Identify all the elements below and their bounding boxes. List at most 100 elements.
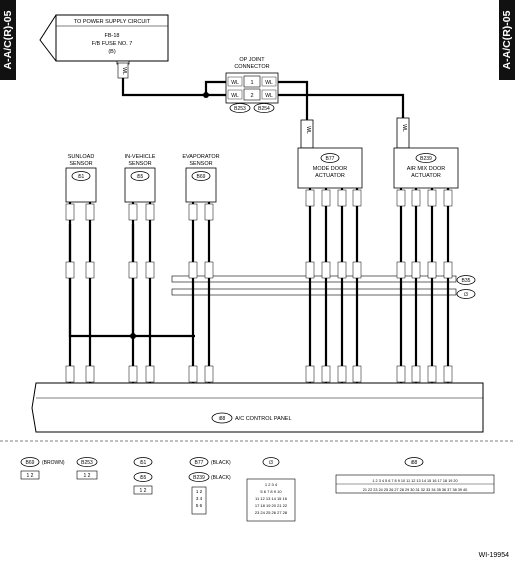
side-tab-right: A-A/C(R)-05 — [499, 0, 515, 80]
wire-label-box — [396, 189, 406, 207]
power-box-line2: FB-18 — [105, 33, 120, 39]
svg-text:1 2: 1 2 — [140, 488, 147, 494]
wire-label-box — [337, 261, 347, 279]
wire-label-box — [352, 189, 362, 207]
mode-door-actuator: B77 MODE DOOR ACTUATOR — [297, 147, 363, 189]
power-box-line3: F/B FUSE NO. 7 — [92, 41, 133, 47]
actuator-name: ACTUATOR — [315, 173, 345, 179]
wire-label-box — [85, 261, 95, 279]
wire-label-box — [321, 189, 331, 207]
legend-id: i88 — [411, 460, 418, 466]
wire-label-box — [352, 365, 362, 383]
legend-id: B69 — [26, 460, 35, 466]
wire-label-box — [427, 261, 437, 279]
sunload-sensor: SUNLOAD SENSOR i51 — [65, 154, 97, 203]
wire-color-label: WL — [231, 93, 239, 99]
sensor-name: IN-VEHICLE — [125, 154, 156, 160]
wire-color-label: WL — [305, 126, 311, 134]
joint-ref-a: B253 — [234, 106, 246, 112]
legend-note: (BLACK) — [211, 460, 231, 466]
actuator-id: B239 — [420, 156, 432, 162]
actuator-name: AIR MIX DOOR — [407, 166, 446, 172]
sensor-name: SUNLOAD — [68, 154, 95, 160]
wire-label-box — [128, 203, 138, 221]
power-box-line4: (B) — [108, 49, 116, 55]
wire-label-box — [337, 189, 347, 207]
wire-label-box — [411, 189, 421, 207]
legend-id: i51 — [140, 460, 147, 466]
legend-note: (BLACK) — [211, 475, 231, 481]
actuator-name: MODE DOOR — [313, 166, 348, 172]
sensor-id: i55 — [137, 174, 144, 180]
wire-label-box — [204, 365, 214, 383]
sensor-name: SENSOR — [189, 161, 212, 167]
actuator-id: B77 — [326, 156, 335, 162]
wire-label-box — [204, 261, 214, 279]
wire-label-box — [305, 189, 315, 207]
connector-i3: i3 — [464, 292, 468, 298]
wire-color-label: WL — [231, 80, 239, 86]
svg-text:17 18 19 20 21 22: 17 18 19 20 21 22 — [255, 503, 288, 508]
connector-b35: B35 — [462, 278, 471, 284]
wire-label-box — [204, 203, 214, 221]
signal-wires — [65, 188, 453, 383]
wire-label-box — [443, 189, 453, 207]
wire-label-box — [128, 365, 138, 383]
joint-title-1: OP JOINT — [239, 57, 265, 63]
svg-text:5 6: 5 6 — [196, 503, 203, 508]
legend-id: B77 — [195, 460, 204, 466]
wire-label-box — [65, 261, 75, 279]
wire-color-label: WL — [121, 67, 127, 75]
svg-text:3 4: 3 4 — [196, 496, 203, 501]
mid-connector-strips: B35 i3 — [171, 275, 476, 299]
wire-label-box — [352, 261, 362, 279]
sensor-id: i51 — [78, 174, 85, 180]
wire-label-box — [321, 261, 331, 279]
wire-label-box — [188, 365, 198, 383]
wire-label-box — [411, 261, 421, 279]
ac-control-panel: i88 A/C CONTROL PANEL — [31, 382, 484, 433]
sensor-name: SENSOR — [69, 161, 92, 167]
evaporator-sensor: EVAPORATOR SENSOR B69 — [182, 154, 220, 203]
panel-label: A/C CONTROL PANEL — [235, 416, 292, 422]
splice-point — [203, 92, 209, 98]
wire-label-box — [145, 203, 155, 221]
sensor-name: EVAPORATOR — [182, 154, 219, 160]
air-mix-door-actuator: B239 AIR MIX DOOR ACTUATOR — [393, 147, 459, 189]
wire-label-box — [145, 261, 155, 279]
wire-label-box — [188, 203, 198, 221]
sensor-name: SENSOR — [128, 161, 151, 167]
wire-label-box — [305, 261, 315, 279]
svg-text:5 6 7 8 9 10: 5 6 7 8 9 10 — [260, 489, 282, 494]
svg-text:21 22 23 24 25 26 27 28 29 30: 21 22 23 24 25 26 27 28 29 30 31 32 33 3… — [363, 488, 468, 492]
wire-label-box — [321, 365, 331, 383]
wire-label-box — [188, 261, 198, 279]
wire-label-box — [85, 365, 95, 383]
op-joint-connector: OP JOINT CONNECTOR 1 2 WL WL WL WL B253 … — [225, 57, 279, 113]
wire-label-box — [145, 365, 155, 383]
side-tab-left: A-A/C(R)-05 — [0, 0, 16, 80]
svg-text:1 2: 1 2 — [196, 489, 203, 494]
legend-id: B239 — [193, 475, 205, 481]
wire-color-label: WL — [401, 124, 407, 132]
actuator-name: ACTUATOR — [411, 173, 441, 179]
invehicle-sensor: IN-VEHICLE SENSOR i55 — [125, 154, 156, 203]
wire-label-box — [396, 365, 406, 383]
legend: B69 (BROWN) 1 2 B253 1 2 i51 i55 1 2 B77… — [20, 457, 495, 522]
svg-text:1 2: 1 2 — [27, 473, 34, 479]
panel-id: i88 — [219, 416, 226, 422]
legend-id: i55 — [140, 475, 147, 481]
power-supply-box: TO POWER SUPPLY CIRCUIT FB-18 F/B FUSE N… — [39, 14, 169, 62]
legend-note: (BROWN) — [42, 460, 65, 466]
wire-label-box — [443, 261, 453, 279]
wire-label-box — [305, 365, 315, 383]
svg-text:1 2 3 4: 1 2 3 4 — [265, 482, 278, 487]
power-box-line1: TO POWER SUPPLY CIRCUIT — [74, 19, 151, 25]
wire-color-label: WL — [265, 93, 273, 99]
wire-label-box — [65, 203, 75, 221]
wire-label-box — [85, 203, 95, 221]
wire-color-label: WL — [265, 80, 273, 86]
wire-label-box — [128, 261, 138, 279]
svg-text:1 2: 1 2 — [84, 473, 91, 479]
